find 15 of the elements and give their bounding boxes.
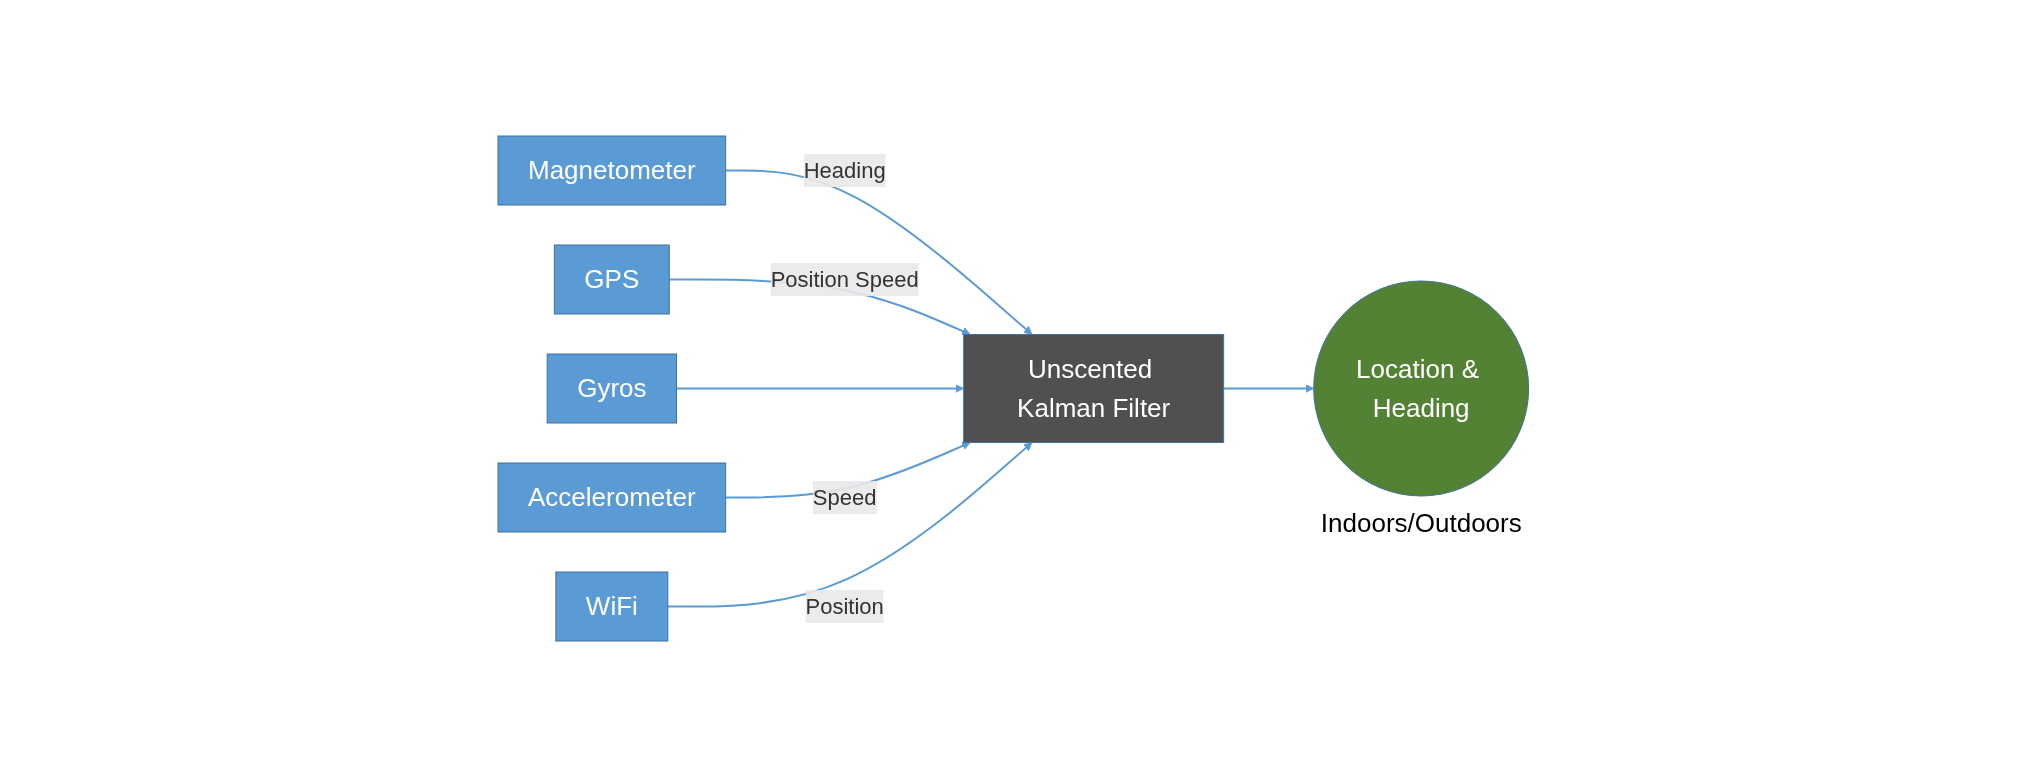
arrow — [724, 169, 1033, 335]
node-box: WiFi — [555, 571, 669, 642]
node-box: Accelerometer — [497, 462, 727, 533]
edge-label: Position Speed — [770, 267, 919, 292]
node-caption: Indoors/Outdoors — [1320, 508, 1522, 539]
node-box: Magnetometer — [497, 135, 727, 206]
edge-label: Speed — [813, 485, 877, 510]
node-box: GPS — [554, 244, 670, 315]
arrow — [1222, 384, 1315, 393]
edge-label: Heading — [803, 158, 886, 183]
node-circle: Location & Heading — [1313, 280, 1530, 497]
arrow — [675, 384, 965, 393]
node-box: Gyros — [546, 353, 678, 424]
node-box: Unscented Kalman Filter — [963, 334, 1225, 443]
edge-label: Position — [805, 594, 884, 619]
